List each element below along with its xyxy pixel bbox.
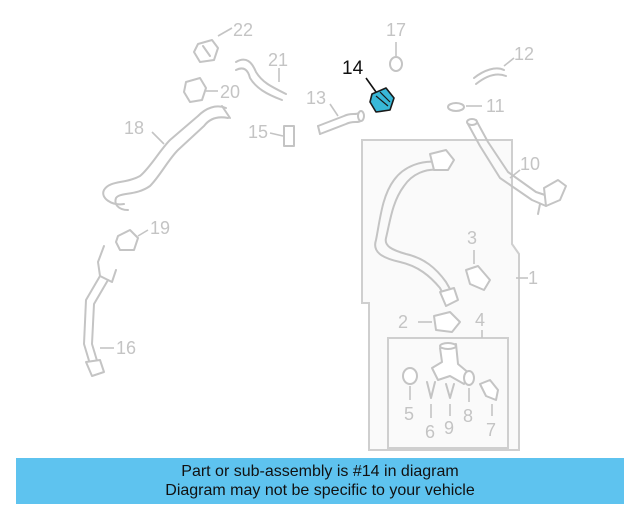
callout-16: 16	[116, 338, 136, 358]
part-16-pipe[interactable]: 16	[83, 245, 136, 377]
part-12-hose[interactable]: 12	[473, 44, 534, 85]
part-18-hose[interactable]: 18	[102, 105, 231, 211]
part-4-label[interactable]: 4	[475, 310, 485, 338]
callout-6: 6	[425, 422, 435, 442]
part-6-clip[interactable]: 6	[425, 381, 436, 442]
part-21-hose[interactable]: 21	[235, 50, 288, 101]
callout-9: 9	[444, 418, 454, 438]
part-5-seal[interactable]: 5	[402, 367, 418, 424]
part-15-bracket[interactable]: 15	[248, 122, 295, 147]
callout-7: 7	[486, 420, 496, 440]
part-19-clamp[interactable]: 19	[115, 218, 170, 251]
part-17-seal[interactable]: 17	[386, 20, 406, 72]
callout-14: 14	[342, 58, 364, 79]
part-13-hose[interactable]: 13	[306, 88, 365, 135]
callout-10: 10	[520, 154, 540, 174]
callout-4: 4	[475, 310, 485, 330]
part-14-clamp-highlighted[interactable]: 14	[342, 58, 395, 113]
callout-8: 8	[463, 406, 473, 426]
callout-15: 15	[248, 122, 268, 142]
part-3-clamp[interactable]: 3	[465, 228, 491, 291]
caption-line-1: Part or sub-assembly is #14 in diagram	[181, 463, 459, 480]
callout-3: 3	[467, 228, 477, 248]
part-10-pipe[interactable]: 10	[466, 118, 567, 215]
callout-5: 5	[404, 404, 414, 424]
part-8-seal[interactable]: 8	[463, 370, 475, 426]
callout-22: 22	[233, 20, 253, 40]
part-11-seal[interactable]: 11	[447, 96, 505, 116]
callout-13: 13	[306, 88, 326, 108]
callout-21: 21	[268, 50, 288, 70]
part-2-clamp[interactable]: 2	[398, 311, 461, 333]
part-9-clip[interactable]: 9	[444, 383, 455, 438]
callout-18: 18	[124, 118, 144, 138]
callout-19: 19	[150, 218, 170, 238]
part-7-sensor[interactable]: 7	[479, 379, 499, 440]
part-22-clamp[interactable]: 22	[193, 20, 253, 63]
callout-1: 1	[528, 268, 538, 288]
parts-diagram: 22 21 20 18 19 16 15	[83, 20, 567, 451]
part-20-clamp[interactable]: 20	[183, 77, 240, 103]
callout-12: 12	[514, 44, 534, 64]
callout-11: 11	[486, 96, 505, 116]
caption-line-2: Diagram may not be specific to your vehi…	[165, 482, 475, 499]
callout-2: 2	[398, 312, 408, 332]
tee-connector	[431, 342, 471, 385]
main-hose	[374, 149, 459, 307]
callout-20: 20	[220, 82, 240, 102]
callout-17: 17	[386, 20, 406, 40]
part-1-label[interactable]: 1	[516, 268, 538, 288]
caption-banner: Part or sub-assembly is #14 in diagram D…	[16, 458, 624, 504]
